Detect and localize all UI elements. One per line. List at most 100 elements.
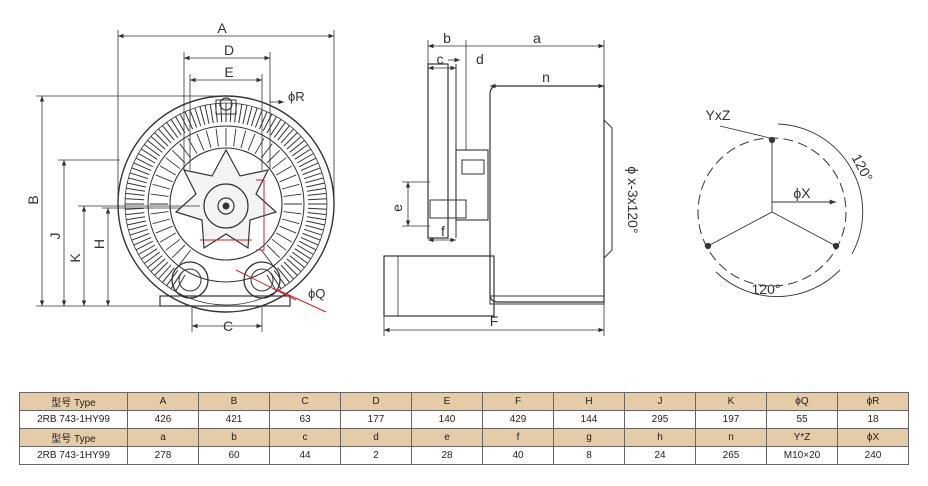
cooling-fin — [158, 128, 172, 144]
table-cell: M10×20 — [766, 446, 838, 465]
table-cell: 40 — [482, 446, 554, 465]
cooling-fin — [266, 149, 281, 164]
cooling-fin — [306, 216, 326, 221]
bolt-hole-left — [704, 242, 712, 250]
cooling-fin — [302, 232, 321, 241]
cooling-fin — [281, 218, 300, 225]
label-e: e — [389, 204, 405, 212]
cooling-fin — [184, 111, 194, 130]
cooling-fin — [303, 172, 323, 180]
cooling-fin — [275, 232, 293, 243]
front-outer-ring — [117, 95, 335, 313]
cooling-fin — [194, 107, 202, 127]
label-B: B — [25, 195, 41, 204]
cooling-fin — [254, 137, 265, 155]
cooling-fin — [128, 177, 147, 184]
cooling-fin — [307, 198, 327, 201]
cooling-fin — [262, 113, 273, 132]
cooling-fin — [147, 255, 163, 268]
table-cell: 144 — [553, 410, 625, 429]
cooling-fin — [260, 249, 273, 265]
cooling-fin — [165, 238, 181, 251]
label-C: C — [223, 318, 233, 334]
table-header-cell: 型号 Type — [19, 428, 128, 447]
side-shaft-block — [429, 199, 467, 219]
cooling-fin — [150, 193, 169, 197]
cooling-fin — [280, 264, 294, 280]
side-motor-end — [603, 119, 613, 259]
cooling-fin — [175, 116, 186, 134]
cooling-fin — [270, 119, 282, 136]
cooling-fin — [279, 225, 297, 234]
cooling-fin — [138, 153, 156, 164]
table-cell: 28 — [411, 446, 483, 465]
inlet-port-left-inner — [178, 268, 202, 292]
table-header-cell: n — [695, 428, 767, 447]
cooling-fin — [150, 258, 166, 272]
inlet-port-left — [171, 261, 209, 299]
cooling-fin — [135, 157, 154, 168]
cooling-fin — [271, 157, 287, 170]
cooling-fin — [171, 244, 186, 259]
cooling-fin — [289, 140, 305, 153]
cooling-fin — [144, 144, 160, 157]
cooling-fin — [300, 236, 319, 246]
cooling-fin — [275, 165, 293, 176]
cooling-fin — [306, 187, 326, 192]
label-phiX: ϕX — [793, 185, 811, 201]
cooling-fin — [303, 228, 323, 236]
cooling-fin — [159, 232, 177, 243]
cooling-fin — [159, 165, 177, 176]
cooling-fin — [152, 183, 171, 190]
cooling-fin — [162, 125, 175, 141]
cooling-fin — [179, 143, 192, 159]
table-cell: 421 — [198, 410, 270, 429]
bolt-radius-left — [707, 211, 773, 247]
label-YxZ: YxZ — [706, 107, 731, 123]
cooling-fin — [125, 207, 145, 210]
cooling-fin — [283, 193, 302, 197]
cooling-fin — [277, 125, 290, 141]
cooling-fin — [281, 183, 300, 190]
bolt-hole-top — [768, 136, 776, 144]
cooling-fin — [126, 216, 146, 221]
table-header-cell: C — [269, 392, 341, 411]
label-angle-right: 120° — [849, 151, 877, 184]
front-red-mark-3 — [235, 269, 297, 301]
table-cell: 18 — [837, 410, 909, 429]
cooling-fin — [254, 109, 263, 128]
bolt-hole-right — [832, 242, 840, 250]
cooling-fin — [305, 224, 324, 231]
cooling-fin — [240, 130, 247, 149]
table-header-cell: E — [411, 392, 483, 411]
cooling-fin — [294, 248, 311, 260]
front-base-foot — [159, 295, 291, 307]
cooling-fin — [129, 172, 149, 180]
label-D: D — [224, 42, 234, 58]
table-cell: 197 — [695, 410, 767, 429]
table-cell: 295 — [624, 410, 696, 429]
side-dimensions — [383, 40, 613, 336]
side-terminal-box — [383, 255, 495, 317]
cooling-fin — [166, 122, 179, 138]
table-header-cell: K — [695, 392, 767, 411]
cooling-fin — [133, 162, 152, 172]
side-motor-body — [489, 85, 605, 303]
cooling-fin — [277, 267, 290, 283]
cooling-fin — [294, 148, 311, 160]
cooling-fin — [127, 182, 146, 188]
cooling-fin — [298, 157, 317, 168]
cooling-fin — [242, 105, 248, 124]
table-cell: 24 — [624, 446, 696, 465]
cooling-fin — [296, 153, 314, 164]
table-header-cell: H — [553, 392, 625, 411]
table-cell: 2 — [340, 446, 412, 465]
cooling-fin — [170, 119, 182, 136]
cooling-fin — [283, 132, 298, 147]
cooling-fin — [205, 130, 212, 149]
cooling-fin — [175, 274, 186, 292]
cooling-fin — [289, 255, 305, 268]
